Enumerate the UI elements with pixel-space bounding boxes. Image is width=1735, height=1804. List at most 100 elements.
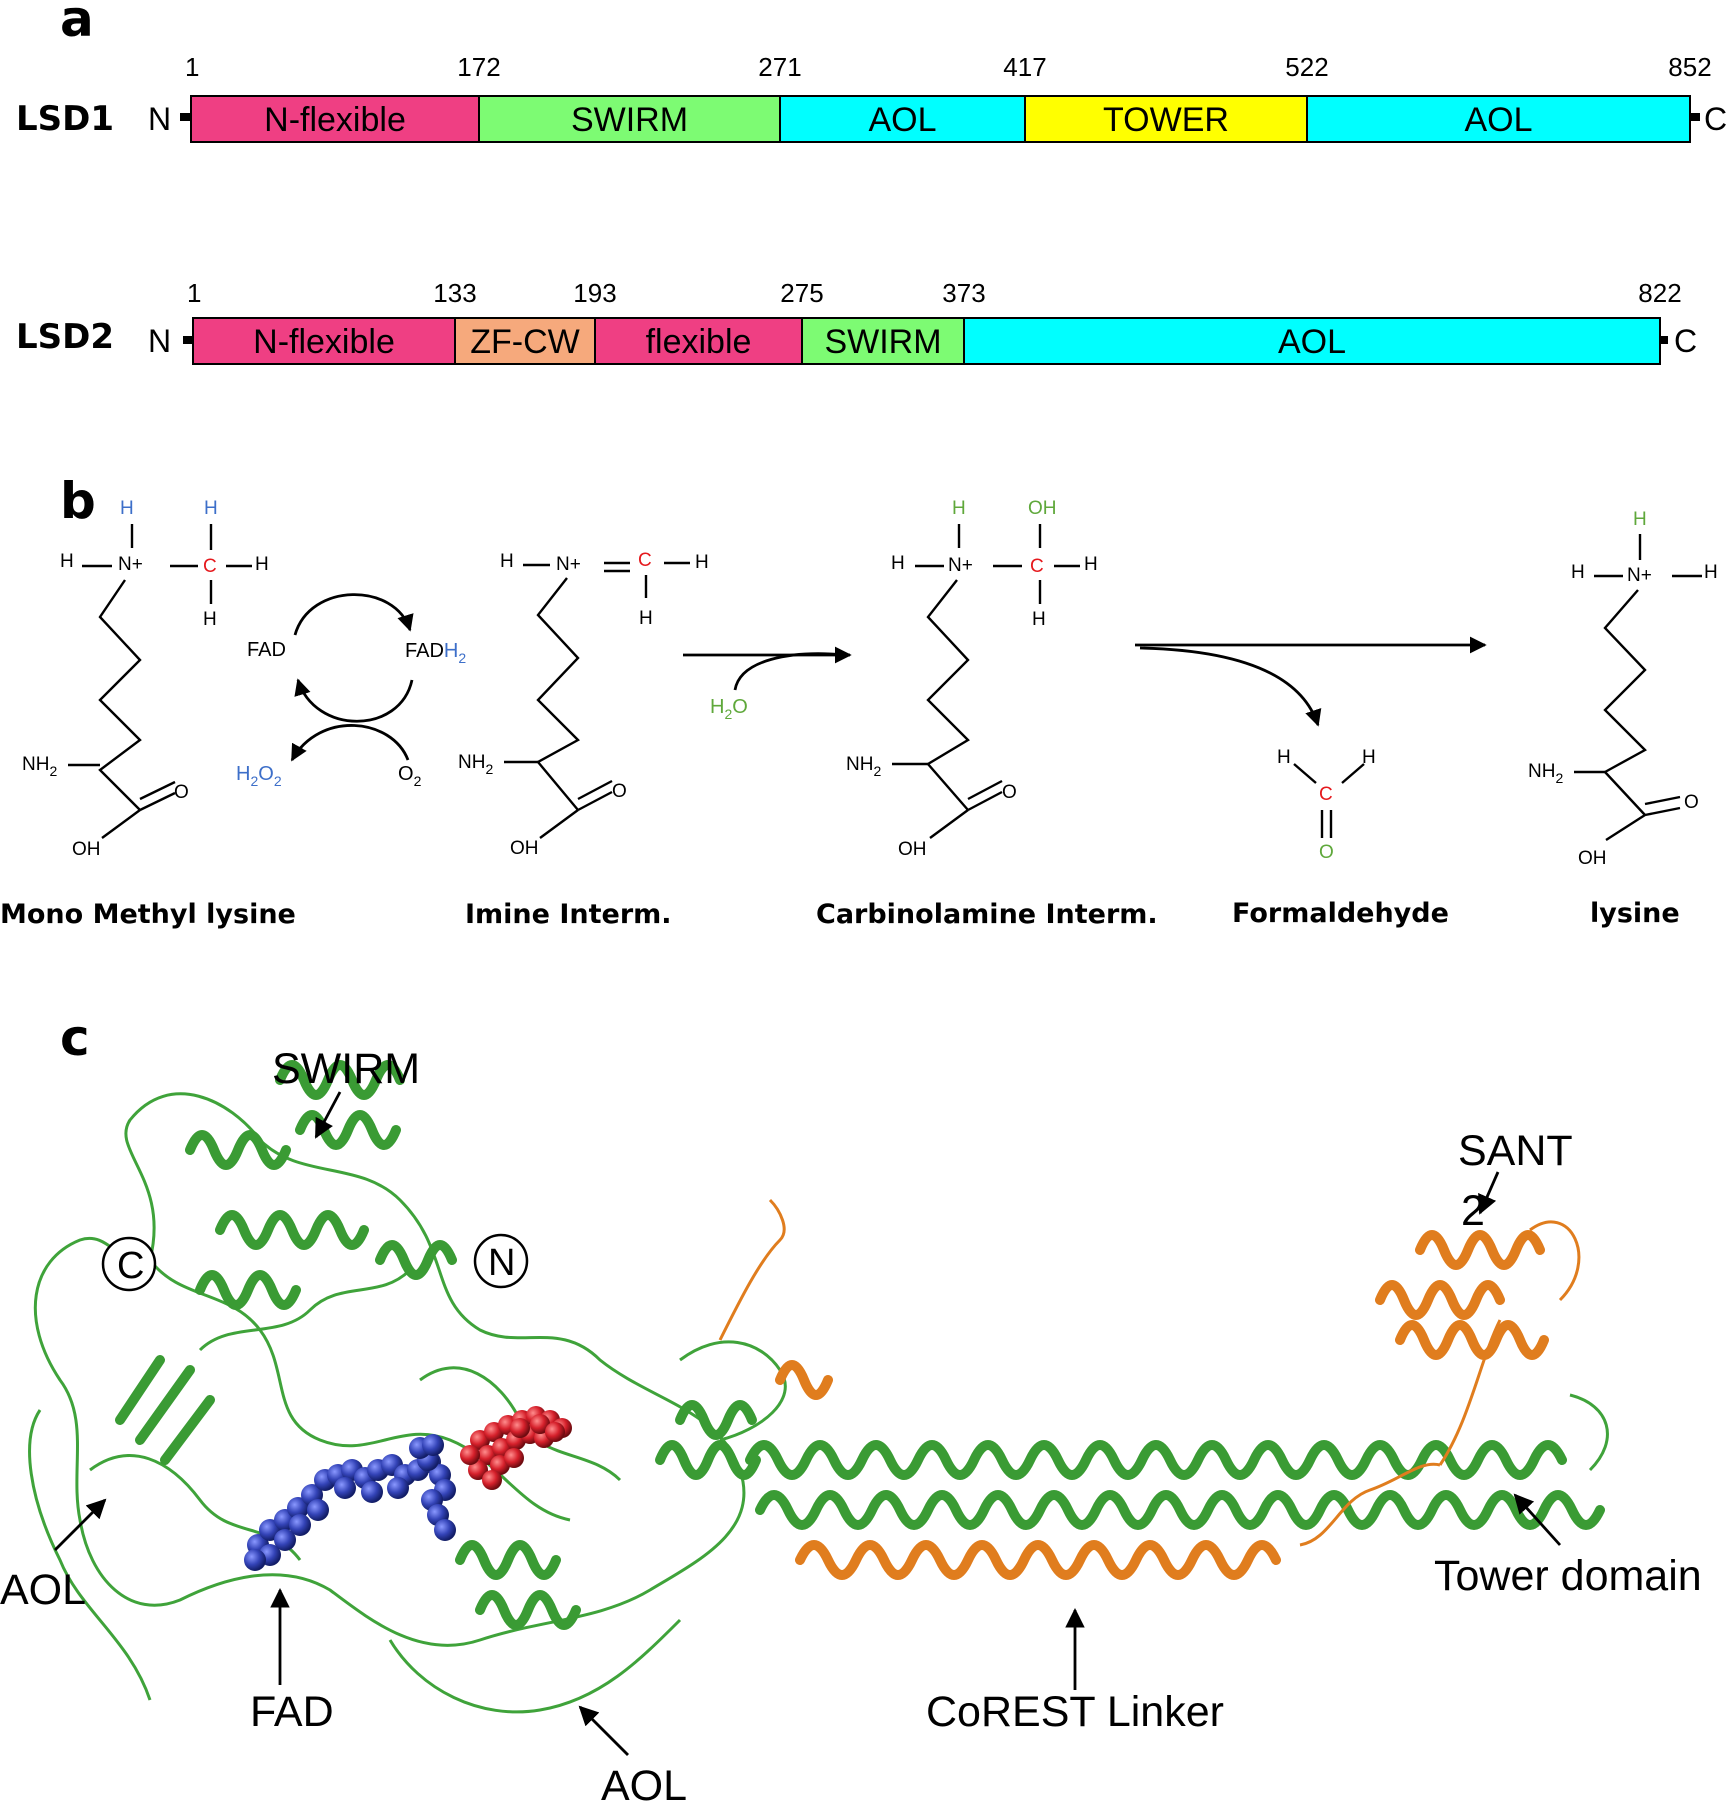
atom-h: H xyxy=(1032,609,1046,630)
fad-atom-sphere xyxy=(287,1497,309,1519)
ligand-atom-sphere xyxy=(530,1414,550,1434)
arrow-aol-left xyxy=(54,1498,107,1551)
atom-oh: OH xyxy=(1578,848,1607,869)
lsd2-domain-aol-box xyxy=(963,317,1661,365)
atom-nh2: NH2 xyxy=(846,754,881,779)
svg-text:N: N xyxy=(488,1242,515,1284)
atom-h: H xyxy=(500,551,514,572)
lsd2-domain-flexible-box xyxy=(594,317,803,365)
atom-h-green: H xyxy=(952,498,966,519)
arrow-swirm xyxy=(314,1091,342,1139)
caption-mono-methyl-lysine: Mono Methyl lysine xyxy=(0,899,296,930)
lsd2-domain-zf-cw-box xyxy=(454,317,596,365)
atom-nh2: NH2 xyxy=(22,754,57,779)
panel-letter-a: a xyxy=(60,0,94,48)
atom-o: O xyxy=(1684,792,1699,813)
lsd2-c-terminus: C xyxy=(1674,323,1697,359)
cofactor-h2o: H2O xyxy=(710,696,748,722)
label-fad: FAD xyxy=(250,1688,334,1736)
fad-atom-sphere xyxy=(244,1549,266,1571)
caption-formaldehyde: Formaldehyde xyxy=(1232,898,1449,929)
panel-letter-b: b xyxy=(60,472,96,530)
atom-n-plus: N+ xyxy=(556,554,581,575)
panel-letter-c: c xyxy=(60,1009,90,1067)
atom-h-green: H xyxy=(1633,509,1647,530)
lsd1-residue-position: 1 xyxy=(185,52,199,82)
atom-c-red: C xyxy=(1319,784,1333,805)
lsd1-c-tick xyxy=(1690,113,1700,121)
fad-atom-sphere xyxy=(422,1434,444,1456)
atom-oh: OH xyxy=(898,839,927,860)
formaldehyde-structure: H H C O Formaldehyde xyxy=(1232,747,1449,929)
atom-o: O xyxy=(174,782,189,803)
atom-o: O xyxy=(612,781,627,802)
lsd2-residue-position: 133 xyxy=(433,278,476,308)
fad-redox-cycle: FAD FADH2 H2O2 O2 xyxy=(236,593,466,789)
lsd2-n-tick xyxy=(183,336,193,344)
n-terminus-marker: N xyxy=(473,1233,529,1289)
fad-atom-sphere xyxy=(274,1529,296,1551)
lsd2-domain-zf-cw-label: ZF-CW xyxy=(470,323,580,361)
lsd1-residue-position: 172 xyxy=(457,52,500,82)
carbinolamine-intermediate-structure: H OH H N+ C H H NH2 O OH Carbinolamine I… xyxy=(816,498,1158,930)
fad-atom-sphere xyxy=(307,1499,329,1521)
protein-core-loops xyxy=(28,1092,787,1714)
lsd1-n-terminus: N xyxy=(148,101,171,137)
atom-h: H xyxy=(1362,747,1376,768)
ligand-atom-sphere xyxy=(510,1418,530,1438)
atom-c-red: C xyxy=(1030,556,1044,577)
lsd2-residue-position: 373 xyxy=(942,278,985,308)
atom-c-red: C xyxy=(203,556,217,577)
lsd2-domain-swirm-box xyxy=(801,317,965,365)
cofactor-h2o2: H2O2 xyxy=(236,763,282,789)
cofactor-o2: O2 xyxy=(398,763,422,789)
lsd2-residue-position: 275 xyxy=(780,278,823,308)
caption-carbinolamine: Carbinolamine Interm. xyxy=(816,899,1158,930)
ligand-atom-sphere xyxy=(545,1422,565,1442)
atom-n-plus: N+ xyxy=(948,555,973,576)
lsd2-residue-position: 193 xyxy=(573,278,616,308)
cofactor-fadh2: FADH2 xyxy=(405,640,466,666)
arrow-aol-bottom xyxy=(578,1705,629,1756)
fad-atom-sphere xyxy=(334,1477,356,1499)
corest-chain xyxy=(718,1198,1581,1580)
lsd1-residue-position: 852 xyxy=(1668,52,1711,82)
atom-h: H xyxy=(1571,562,1585,583)
arrow-sant2 xyxy=(1478,1171,1500,1215)
ligand-atom-sphere xyxy=(504,1448,524,1468)
label-corest-linker: CoREST Linker xyxy=(926,1688,1224,1736)
decomposition-arrow xyxy=(1135,636,1487,727)
lsd2-domain-n-flexible-label: N-flexible xyxy=(253,323,395,361)
atom-h: H xyxy=(639,608,653,629)
atom-o-green: O xyxy=(1319,842,1334,863)
lsd1-residue-position: 417 xyxy=(1003,52,1046,82)
label-swirm: SWIRM xyxy=(272,1045,420,1093)
atom-h-blue: H xyxy=(204,498,218,519)
atom-h: H xyxy=(1704,562,1718,583)
atom-n-plus: N+ xyxy=(1627,565,1652,586)
lsd1-corest-ribbon-structure xyxy=(28,1060,1609,1714)
lsd1-domain-aol-label: AOL xyxy=(1464,101,1532,139)
atom-h-blue: H xyxy=(120,498,134,519)
protein-core-helices xyxy=(115,1060,761,1630)
cofactor-fad: FAD xyxy=(247,639,286,661)
label-aol-bottom: AOL xyxy=(601,1762,687,1804)
atom-h: H xyxy=(203,609,217,630)
atom-h: H xyxy=(1084,554,1098,575)
atom-o: O xyxy=(1002,782,1017,803)
ligand-atom-sphere xyxy=(468,1460,488,1480)
c-terminus-marker: C xyxy=(101,1236,157,1292)
caption-imine: Imine Interm. xyxy=(465,899,672,930)
atom-oh: OH xyxy=(72,839,101,860)
lsd2-c-tick xyxy=(1658,336,1668,344)
lsd1-label: LSD1 xyxy=(16,99,114,139)
label-aol-left: AOL xyxy=(0,1566,86,1614)
lsd2-domain-swirm-label: SWIRM xyxy=(824,323,941,361)
atom-oh-green: OH xyxy=(1028,498,1057,519)
lsd1-domain-swirm-label: SWIRM xyxy=(571,101,688,139)
atom-h: H xyxy=(891,553,905,574)
fad-atom-sphere xyxy=(361,1481,383,1503)
